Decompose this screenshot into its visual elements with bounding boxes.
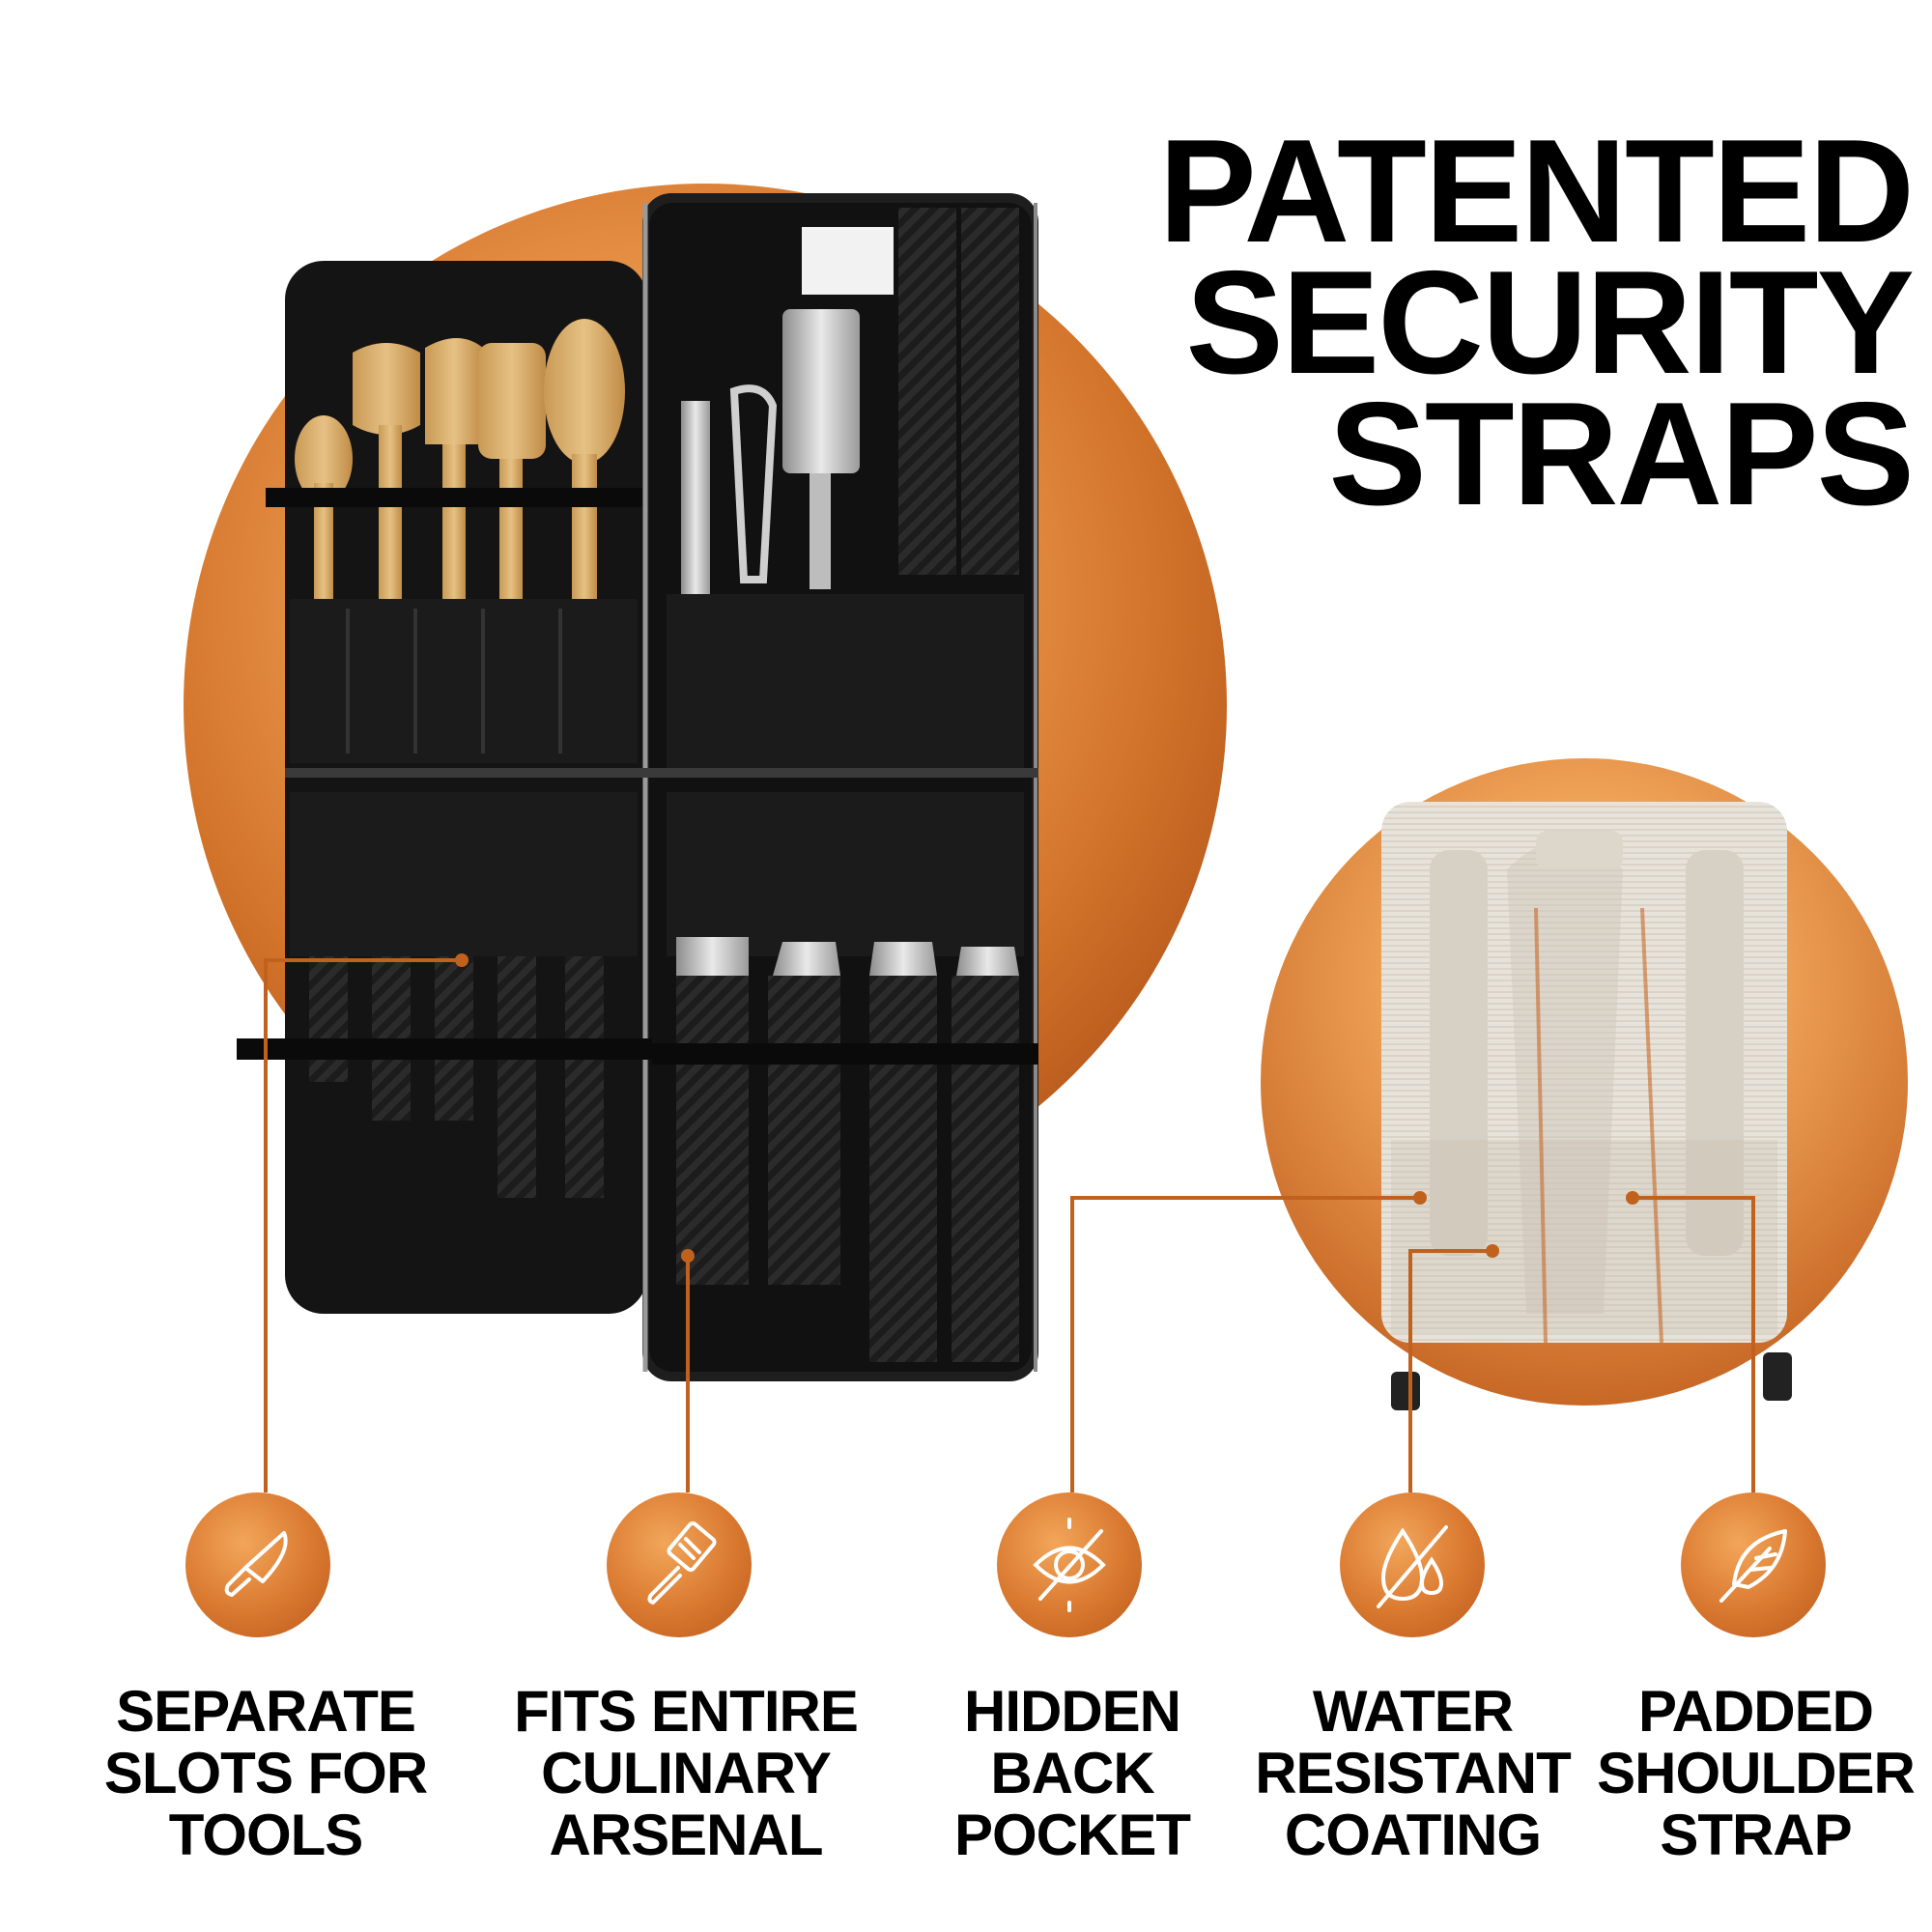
feature-fits-arsenal: FITS ENTIRE CULINARY ARSENAL <box>502 1681 869 1866</box>
feature-5-line-2: SHOULDER <box>1597 1741 1916 1805</box>
knife-icon <box>185 1492 330 1637</box>
wooden-utensils <box>295 319 625 609</box>
headline-line-2: SECURITY <box>1185 241 1915 405</box>
water-drop-crossed-icon <box>1340 1492 1485 1637</box>
feature-hidden-pocket: HIDDEN BACK POCKET <box>927 1681 1217 1866</box>
spatula-icon <box>607 1492 752 1637</box>
feature-4-line-2: RESISTANT <box>1255 1741 1572 1805</box>
feature-water-resistant: WATER RESISTANT COATING <box>1246 1681 1579 1866</box>
feature-3-line-1: HIDDEN <box>963 1679 1181 1744</box>
feature-4-line-1: WATER <box>1312 1679 1514 1744</box>
feature-3-line-3: POCKET <box>953 1803 1191 1867</box>
knife-sheaths <box>309 956 1019 1362</box>
feature-separate-slots: SEPARATE SLOTS FOR TOOLS <box>82 1681 449 1866</box>
feature-2-line-2: CULINARY <box>541 1741 832 1805</box>
feature-1-line-3: TOOLS <box>168 1803 364 1867</box>
feature-1-line-2: SLOTS FOR <box>103 1741 428 1805</box>
headline-line-3: STRAPS <box>1328 372 1915 536</box>
feature-3-line-2: BACK <box>990 1741 1154 1805</box>
feature-4-line-3: COATING <box>1284 1803 1542 1867</box>
feature-2-line-1: FITS ENTIRE <box>514 1679 859 1744</box>
callout-lines <box>264 958 1755 1492</box>
knife-bag-open <box>237 193 1038 1381</box>
feature-padded-strap: PADDED SHOULDER STRAP <box>1594 1681 1918 1866</box>
feature-1-line-1: SEPARATE <box>116 1679 416 1744</box>
headline-line-1: PATENTED <box>1158 109 1915 273</box>
feature-5-line-3: STRAP <box>1660 1803 1852 1867</box>
hidden-eye-icon <box>997 1492 1142 1637</box>
feature-5-line-1: PADDED <box>1638 1679 1874 1744</box>
feather-icon <box>1681 1492 1826 1637</box>
backpack-back <box>1381 802 1792 1410</box>
feature-2-line-3: ARSENAL <box>549 1803 823 1867</box>
headline: PATENTED SECURITY STRAPS <box>1043 109 1915 536</box>
